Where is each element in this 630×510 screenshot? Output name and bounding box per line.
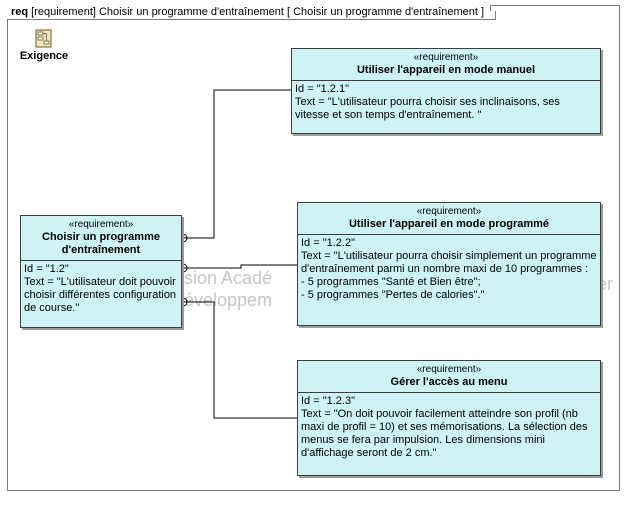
stereotype-label: «requirement» (416, 364, 482, 375)
requirement-properties: Id = "1.2.1" Text = "L'utilisateur pourr… (292, 81, 600, 124)
requirement-text: Text = "L'utilisateur pourra choisir sim… (301, 250, 597, 301)
requirement-name: Utiliser l'appareil en mode manuel (356, 64, 536, 76)
containment-link-programmed (186, 264, 297, 269)
requirement-header: «requirement» Choisir un programme d'ent… (21, 216, 181, 261)
watermark-text-1: sion Acadé (184, 268, 273, 288)
requirement-id: Id = "1.2" (24, 263, 69, 275)
requirement-properties: Id = "1.2" Text = "L'utilisateur doit po… (21, 261, 181, 317)
requirement-header: «requirement» Utiliser l'appareil en mod… (298, 203, 600, 235)
requirement-id: Id = "1.2.3" (301, 395, 355, 407)
requirement-header: «requirement» Gérer l'accès au menu (298, 361, 600, 393)
requirement-box-main[interactable]: «requirement» Choisir un programme d'ent… (20, 215, 182, 328)
requirement-box-manual[interactable]: «requirement» Utiliser l'appareil en mod… (291, 48, 601, 134)
requirement-name: Gérer l'accès au menu (390, 376, 508, 388)
watermark-text-3: er (597, 274, 614, 294)
frame-header: req[requirement] Choisir un programme d'… (7, 5, 492, 20)
requirement-name: Utiliser l'appareil en mode programmé (348, 218, 550, 230)
requirement-id: Id = "1.2.2" (301, 237, 355, 249)
containment-link-manual (186, 89, 291, 239)
requirement-diagram-icon (35, 29, 52, 48)
requirement-properties: Id = "1.2.2" Text = "L'utilisateur pourr… (298, 235, 600, 304)
containment-link-menu (186, 301, 297, 419)
legend-exigence[interactable]: Exigence (19, 29, 69, 62)
stereotype-label: «requirement» (413, 52, 479, 63)
requirement-name: Choisir un programme d'entraînement (42, 231, 160, 256)
requirement-box-programmed[interactable]: «requirement» Utiliser l'appareil en mod… (297, 202, 601, 326)
stereotype-label: «requirement» (416, 206, 482, 217)
stereotype-label: «requirement» (68, 219, 134, 230)
requirement-text: Text = "On doit pouvoir facilement attei… (301, 408, 591, 459)
requirement-text: Text = "L'utilisateur pourra choisir ses… (295, 96, 563, 121)
requirement-properties: Id = "1.2.3" Text = "On doit pouvoir fac… (298, 393, 600, 462)
legend-label: Exigence (19, 50, 69, 62)
requirement-text: Text = "L'utilisateur doit pouvoir chois… (24, 276, 180, 314)
watermark-text-2: éveloppem (184, 290, 273, 310)
frame-keyword: req (11, 6, 29, 18)
requirement-header: «requirement» Utiliser l'appareil en mod… (292, 49, 600, 81)
requirement-id: Id = "1.2.1" (295, 83, 349, 95)
frame-title: [requirement] Choisir un programme d'ent… (31, 6, 485, 18)
requirement-box-menu[interactable]: «requirement» Gérer l'accès au menu Id =… (297, 360, 601, 476)
